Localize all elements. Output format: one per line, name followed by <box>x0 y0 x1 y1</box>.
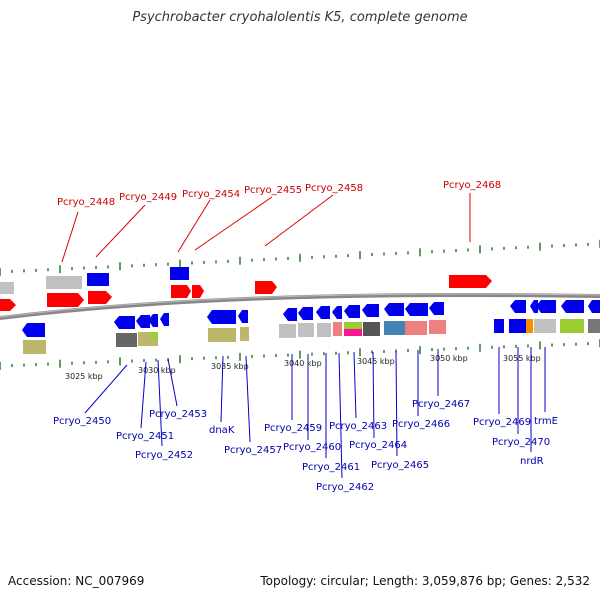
scale-tick-label: 3050 kbp <box>430 354 468 363</box>
scale-tick-label: 3025 kbp <box>65 372 103 381</box>
bottom-gene-label: Pcryo_2461 <box>302 462 360 473</box>
bottom-gene-label: Pcryo_2467 <box>412 399 470 410</box>
bottom-gene-label: Pcryo_2459 <box>264 423 322 434</box>
genome-backbone <box>0 292 600 320</box>
bottom-gene-label: Pcryo_2457 <box>224 445 282 456</box>
top-gene-label: Pcryo_2449 <box>119 192 177 203</box>
accession-text: Accession: NC_007969 <box>8 574 145 588</box>
scale-tick-label: 3055 kbp <box>503 354 541 363</box>
scale-tick-label: 3035 kbp <box>211 362 249 371</box>
scale-tick-labels: 3025 kbp 3030 kbp 3035 kbp 3040 kbp 3045 kbp… <box>65 354 541 381</box>
forward-strand-features <box>0 267 492 311</box>
bottom-gene-label: Pcryo_2462 <box>316 482 374 493</box>
top-gene-label: Pcryo_2455 <box>244 185 302 196</box>
scale-tick-label: 3045 kbp <box>357 357 395 366</box>
top-gene-label: Pcryo_2468 <box>443 180 501 191</box>
scale-tick-label: 3040 kbp <box>284 359 322 368</box>
bottom-gene-label: Pcryo_2463 <box>329 421 387 432</box>
page-title: Psychrobacter cryohalolentis K5, complet… <box>132 10 468 25</box>
top-gene-label: Pcryo_2458 <box>305 183 363 194</box>
top-gene-label: Pcryo_2454 <box>182 189 240 200</box>
bottom-gene-label: Pcryo_2466 <box>392 419 450 430</box>
top-gene-label: Pcryo_2448 <box>57 197 115 208</box>
bottom-gene-label: nrdR <box>520 456 544 467</box>
bottom-gene-label: trmE <box>534 416 558 427</box>
tick-rows <box>0 239 600 370</box>
scale-tick-label: 3030 kbp <box>138 366 176 375</box>
bottom-gene-label: Pcryo_2460 <box>283 442 341 453</box>
bottom-gene-label: Pcryo_2451 <box>116 431 174 442</box>
bottom-gene-label: Pcryo_2464 <box>349 440 407 451</box>
top-leader-lines <box>61 193 471 263</box>
top-gene-labels: Pcryo_2448 Pcryo_2449 Pcryo_2454 Pcryo_2455… <box>57 180 501 208</box>
bottom-gene-label: Pcryo_2453 <box>149 409 207 420</box>
bottom-gene-label: Pcryo_2450 <box>53 416 111 427</box>
bottom-gene-label: Pcryo_2469 <box>473 417 531 428</box>
bottom-leader-lines <box>84 347 546 479</box>
reverse-strand-features <box>22 300 600 354</box>
bottom-gene-label: Pcryo_2470 <box>492 437 550 448</box>
bottom-gene-label: Pcryo_2452 <box>135 450 193 461</box>
bottom-gene-label: dnaK <box>209 425 235 436</box>
genome-backbone-highlight <box>0 293 600 318</box>
bottom-gene-label: Pcryo_2465 <box>371 460 429 471</box>
genome-summary-text: Topology: circular; Length: 3,059,876 bp… <box>260 574 590 588</box>
